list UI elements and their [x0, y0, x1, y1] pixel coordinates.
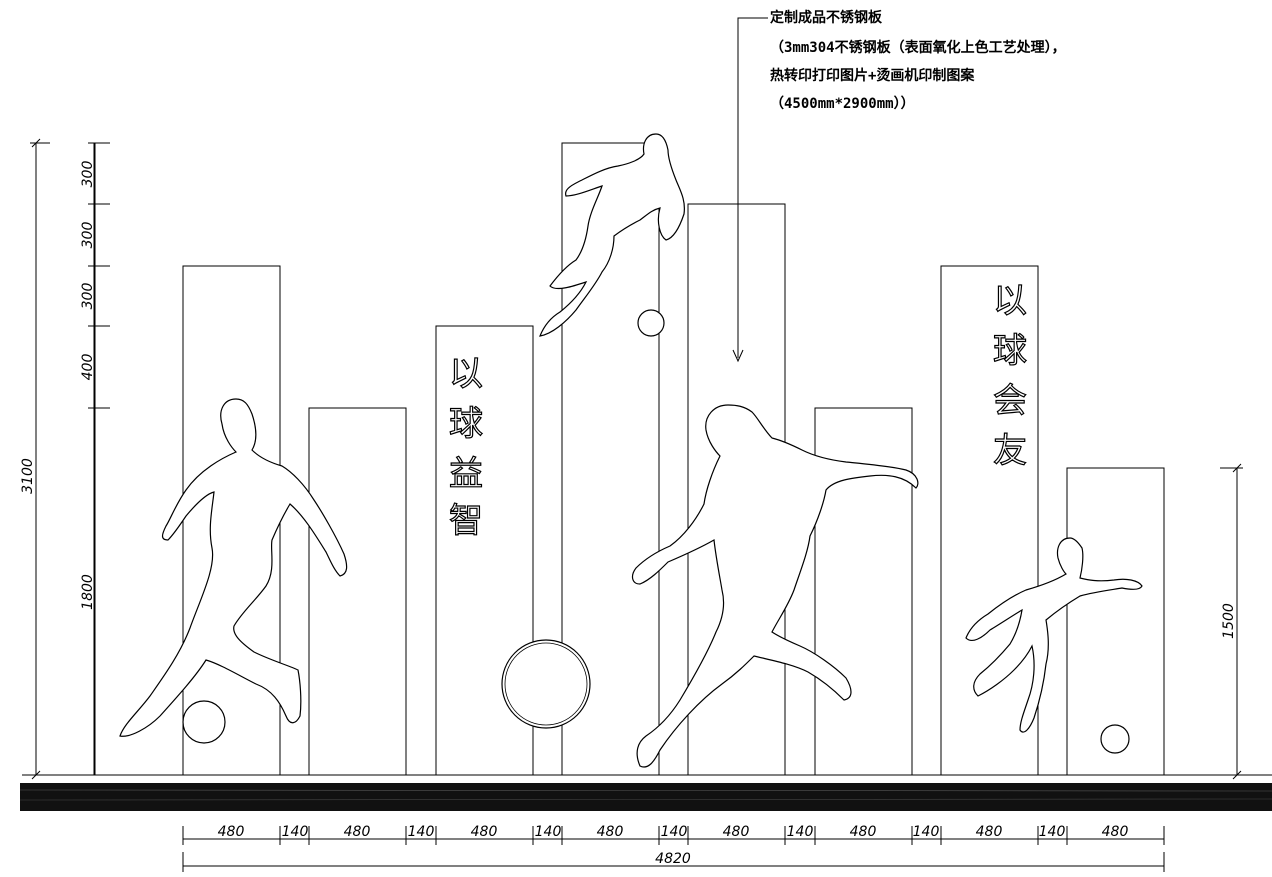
player-silhouette-3 [631, 404, 919, 768]
slogan-left-char: 球 [449, 404, 483, 444]
football-2 [501, 639, 591, 729]
dim-right-height-label: 1500 [1221, 603, 1237, 639]
dim-total-height-label: 3100 [20, 458, 36, 494]
dim-total-height: 3100 [20, 138, 50, 780]
dim-width-label: 480 [976, 824, 1003, 840]
slogan-left-char: 以 [449, 354, 483, 394]
dim-step-label: 300 [80, 283, 96, 310]
player-silhouette-1 [119, 398, 348, 737]
dim-width-label: 140 [535, 824, 562, 840]
dim-width-label: 480 [344, 824, 371, 840]
dim-width-label: 480 [218, 824, 245, 840]
balls [182, 309, 1130, 754]
football-4 [1100, 724, 1130, 754]
football-3 [637, 309, 665, 337]
slogan-right-char: 以 [993, 281, 1027, 321]
football-1 [182, 700, 226, 744]
note-line: 热转印打印图片+烫画机印制图案 [770, 67, 975, 84]
note-leader [732, 17, 768, 363]
slogan-left-char: 益 [449, 454, 483, 494]
dim-right-height: 1500 [1220, 463, 1243, 780]
dim-width-label: 140 [408, 824, 435, 840]
panel-2 [308, 407, 407, 776]
base-hatch-line [19, 798, 1272, 801]
dim-width-label: 140 [282, 824, 309, 840]
dim-step-label: 300 [80, 222, 96, 249]
player-silhouette-2 [539, 133, 685, 337]
dim-width-label: 480 [471, 824, 498, 840]
slogan-right-char: 友 [993, 431, 1027, 471]
base-hatch-line [19, 789, 1272, 792]
slogan-right: 以 球 会 友 [992, 280, 1027, 471]
note-line: （4500mm*2900mm）） [770, 96, 915, 112]
panel-8 [1066, 467, 1165, 776]
football-2-inner [504, 642, 588, 726]
dim-step-label: 300 [80, 161, 96, 188]
material-note: 定制成品不锈钢板 （3mm304不锈钢板（表面氧化上色工艺处理）， 热转印打印图… [770, 9, 1066, 112]
player-silhouette-4 [965, 537, 1143, 733]
dim-width-label: 140 [913, 824, 940, 840]
dim-left-height-label: 1800 [80, 574, 96, 610]
dim-width-label: 480 [723, 824, 750, 840]
slogan-left-char: 智 [449, 501, 483, 541]
dim-steps: 300 300 300 400 1800 [80, 142, 110, 775]
dim-width-label: 480 [1102, 824, 1129, 840]
dim-width-label: 480 [597, 824, 624, 840]
slogan-left: 以 球 益 智 [448, 353, 483, 541]
dim-step-label: 400 [80, 354, 96, 381]
dim-width-label: 140 [1039, 824, 1066, 840]
base-hatch [20, 783, 1272, 811]
dim-width-label: 140 [787, 824, 814, 840]
slogan-right-char: 球 [993, 331, 1027, 371]
dim-width-chain: 480 140 480 140 480 140 480 140 480 140 … [182, 824, 1165, 872]
dim-width-label: 140 [661, 824, 688, 840]
dim-total-width-label: 4820 [655, 851, 691, 867]
note-line: 定制成品不锈钢板 [770, 9, 883, 26]
slogan-right-char: 会 [993, 381, 1027, 421]
note-line: （3mm304不锈钢板（表面氧化上色工艺处理）， [770, 39, 1066, 56]
dim-width-label: 480 [850, 824, 877, 840]
